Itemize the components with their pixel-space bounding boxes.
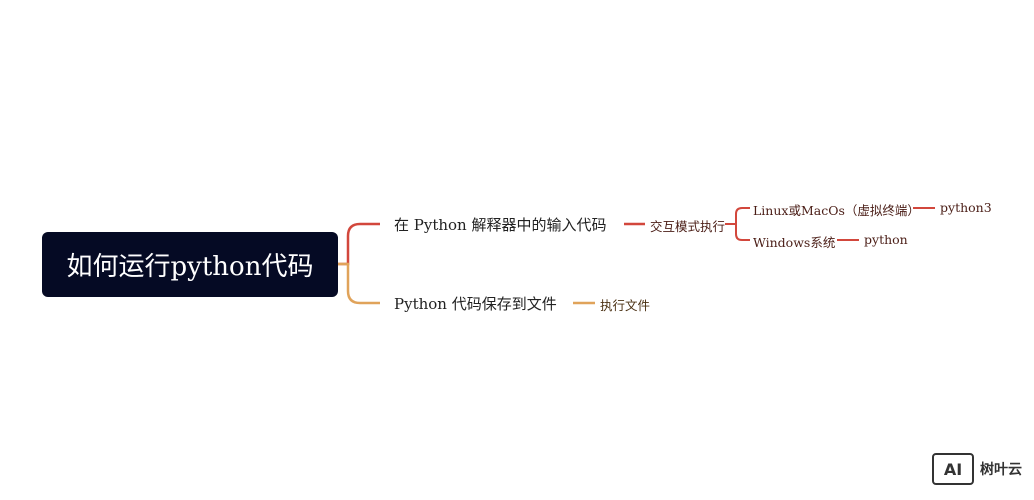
- root-node[interactable]: 如何运行python代码: [42, 232, 338, 297]
- watermark-text: 树叶云: [980, 462, 1022, 478]
- node-execute-file[interactable]: 执行文件: [600, 298, 651, 313]
- branch-node-save-file[interactable]: Python 代码保存到文件: [394, 295, 557, 313]
- node-python[interactable]: python: [864, 232, 908, 247]
- edge-root-branch2: [338, 262, 380, 305]
- node-python3[interactable]: python3: [940, 200, 992, 215]
- edge-root-branch1: [338, 222, 380, 266]
- node-windows[interactable]: Windows系统: [753, 235, 836, 250]
- watermark: AI 树叶云: [932, 453, 1022, 485]
- watermark-logo-text: AI: [943, 459, 963, 479]
- edge-interactive-windows: [735, 224, 750, 241]
- edge-interactive-linux: [725, 207, 750, 225]
- branch-node-interpreter[interactable]: 在 Python 解释器中的输入代码: [394, 216, 607, 234]
- watermark-logo: AI: [932, 453, 974, 485]
- node-interactive-mode[interactable]: 交互模式执行: [650, 219, 726, 234]
- node-linux-macos[interactable]: Linux或MacOs（虚拟终端）: [753, 203, 920, 218]
